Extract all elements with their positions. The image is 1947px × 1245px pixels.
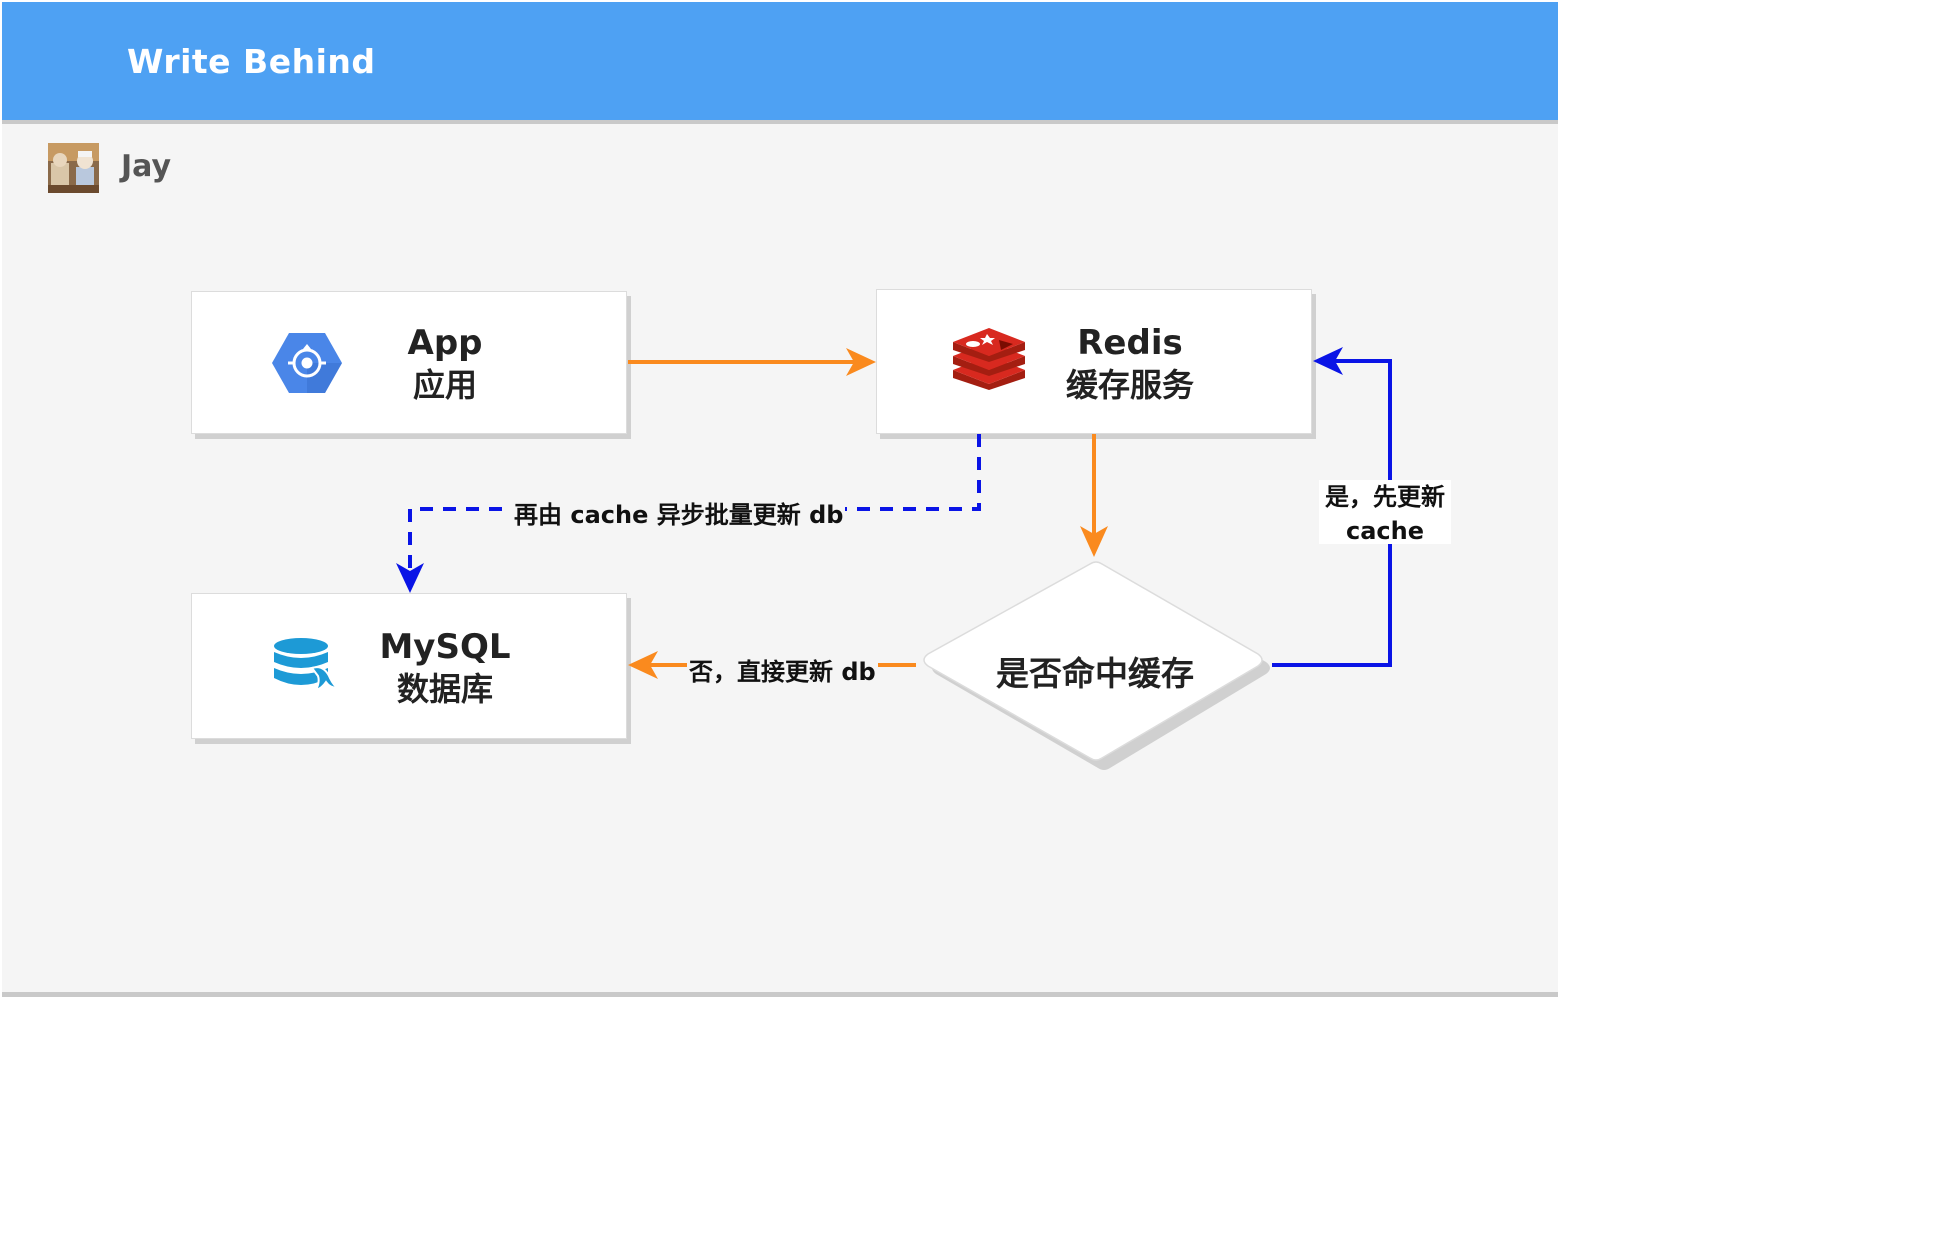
decision-label: 是否命中缓存	[996, 654, 1194, 693]
redis-subtitle: 缓存服务	[1065, 365, 1194, 404]
edge-label-hit-line1: 是，先更新	[1325, 483, 1445, 511]
mysql-title: MySQL	[379, 627, 511, 667]
mysql-subtitle: 数据库	[396, 669, 493, 708]
title-bar: Write Behind	[2, 2, 1558, 120]
author-avatar	[48, 143, 99, 193]
mysql-database-icon	[274, 638, 338, 692]
app-node-label: App 应用	[370, 322, 520, 405]
redis-title: Redis	[1077, 323, 1183, 363]
page-title: Write Behind	[127, 42, 376, 81]
edge-label-miss: 否，直接更新 db	[687, 652, 878, 687]
decision-node	[923, 561, 1270, 770]
app-title: App	[407, 323, 483, 363]
author-name: Jay	[121, 149, 172, 184]
app-subtitle: 应用	[412, 365, 477, 404]
app-engine-icon	[272, 333, 342, 393]
edge-label-hit: 是，先更新 cache	[1319, 480, 1451, 545]
mysql-node	[191, 593, 627, 739]
edge-label-hit-line2: cache	[1345, 517, 1424, 545]
diagram-canvas: Write Behind Jay App 应用	[2, 2, 1558, 992]
diagram-area	[2, 124, 1558, 992]
edge-label-async-write: 再由 cache 异步批量更新 db	[512, 495, 846, 530]
app-node	[191, 291, 627, 434]
redis-node-label: Redis 缓存服务	[1040, 322, 1220, 405]
redis-icon	[953, 328, 1025, 390]
mysql-node-label: MySQL 数据库	[360, 626, 530, 709]
redis-node	[876, 289, 1312, 434]
